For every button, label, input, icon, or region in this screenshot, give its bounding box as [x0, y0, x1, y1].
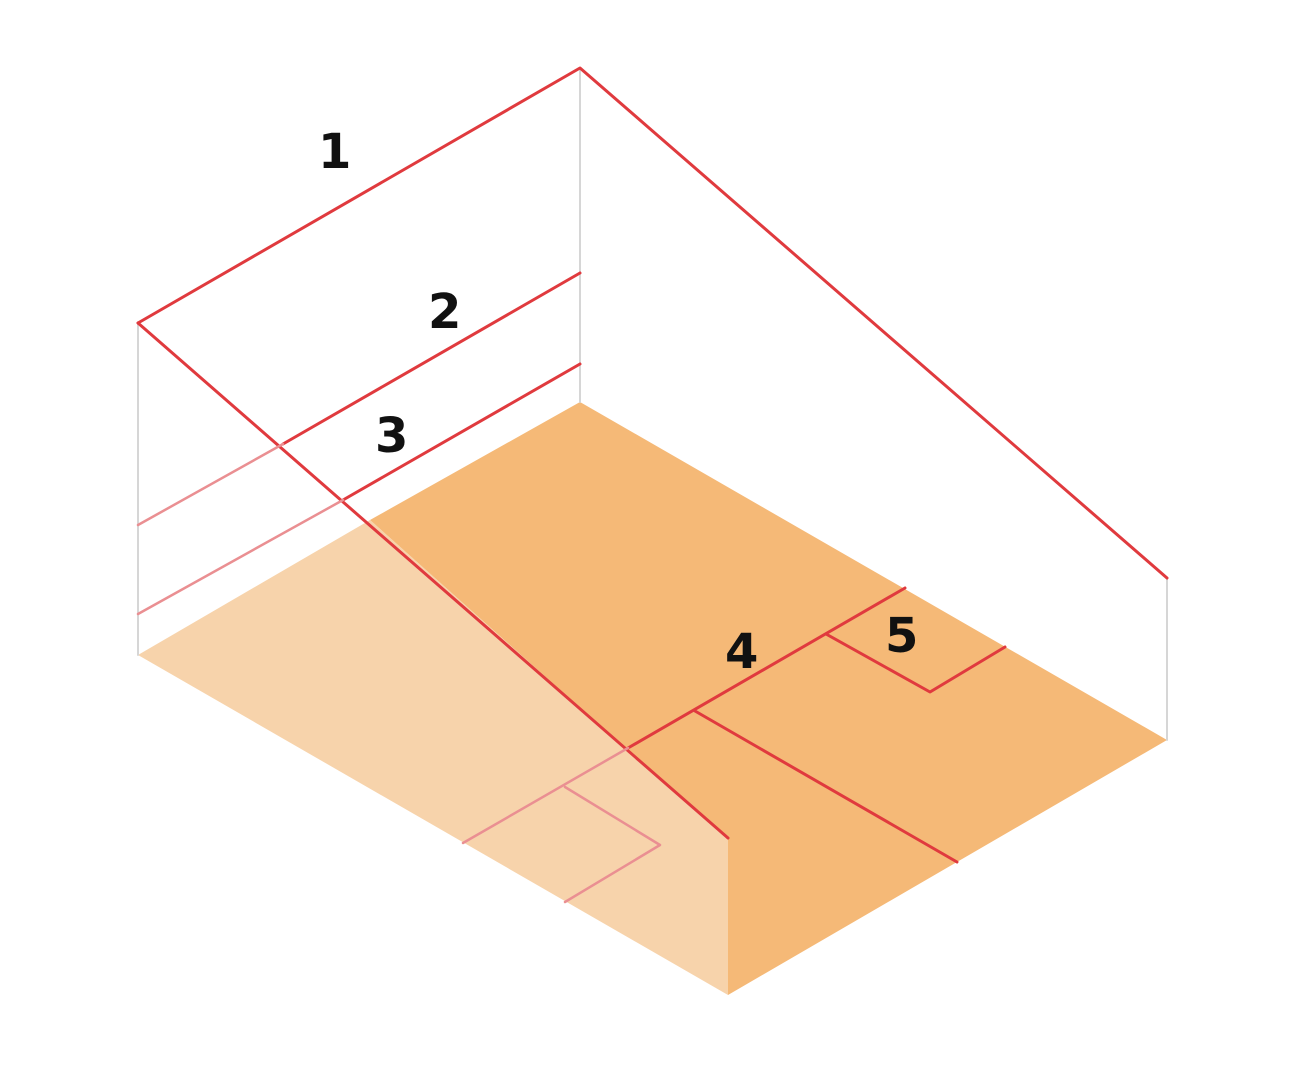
side-wall-out-line [136, 321, 730, 840]
service-line [281, 271, 582, 446]
court-floor [370, 402, 1167, 995]
tin-line [341, 362, 582, 502]
label-4: 4 [725, 624, 758, 680]
short-line-faded [461, 746, 630, 845]
half-court-line [693, 709, 959, 864]
label-1: 1 [318, 124, 351, 180]
label-2: 2 [428, 284, 461, 340]
short-line [626, 586, 907, 750]
label-5: 5 [885, 608, 918, 664]
service-box-left-faded [563, 785, 662, 904]
service-line-faded [136, 442, 285, 527]
court-floor-faded [138, 520, 728, 995]
label-3: 3 [375, 408, 408, 464]
service-box-right [824, 632, 1007, 694]
tin-line-faded [136, 498, 345, 616]
front-wall-out-line [136, 66, 1169, 580]
